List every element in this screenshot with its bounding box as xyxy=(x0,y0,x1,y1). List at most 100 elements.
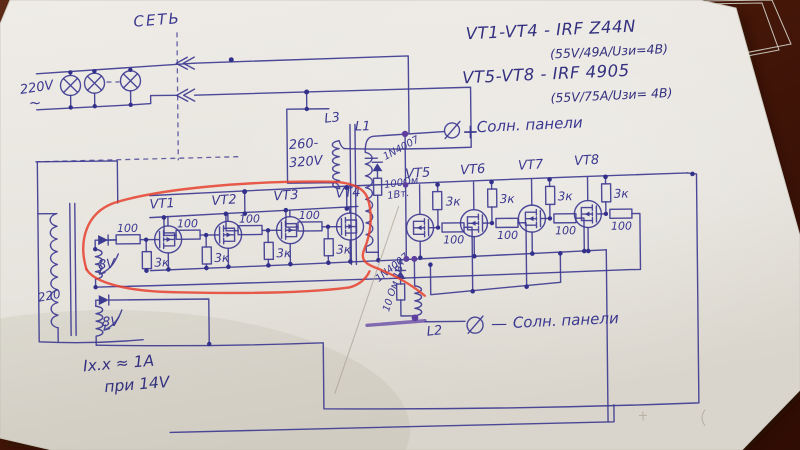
gate-resistor xyxy=(553,212,577,224)
pencil-line xyxy=(334,205,400,394)
pullup-value: 3к xyxy=(614,187,630,201)
wires xyxy=(94,55,700,434)
pullup-resistor xyxy=(431,190,443,211)
diode-triangle xyxy=(372,163,383,172)
transistor-vt4: VT4 100 3к xyxy=(285,185,365,264)
mains-title: СЕТЬ xyxy=(133,9,182,31)
junction-dots xyxy=(68,57,695,347)
gate-resistor-value: 100 xyxy=(117,222,138,235)
hv-voltage-line1: 260- xyxy=(288,136,319,153)
l1-label: L1 xyxy=(355,119,371,134)
arrow-chevrons-bottom xyxy=(175,88,196,102)
l3-coil xyxy=(331,139,345,190)
left-transformer: 220 8V 8V xyxy=(36,160,210,346)
idle-current-line1: Iх.х ≈ 1A xyxy=(82,352,154,376)
transistor-label: VT6 xyxy=(460,162,486,179)
pulldown-value: 3к xyxy=(214,251,230,265)
gate-resistor-value: 100 xyxy=(611,220,632,233)
l2-coil xyxy=(413,258,423,317)
transistor-vt5: VT5 3к 100 xyxy=(405,165,474,292)
output-terminals: + Солн. панели — Солн. панели xyxy=(424,113,619,334)
primary-coil xyxy=(37,212,59,343)
winding1-arrow xyxy=(98,253,119,275)
pullup-value: 3к xyxy=(558,189,574,203)
snubber-resistor-power: 1Вт. xyxy=(387,188,411,202)
transistor-label: VT3 xyxy=(273,188,299,205)
resistor-body xyxy=(372,177,383,196)
gate-resistor xyxy=(441,222,465,233)
pulldown-value: 3к xyxy=(336,243,352,257)
transistor-label: VT4 xyxy=(335,185,361,202)
transistor-vt6: VT6 3к 100 xyxy=(459,162,528,288)
transistor-label: VT5 xyxy=(405,165,431,182)
transistor-label: VT7 xyxy=(518,157,545,174)
phase-symbol xyxy=(466,316,484,334)
solar-plus-sign: + xyxy=(462,119,479,143)
l1-coil xyxy=(364,130,445,261)
phase-symbol xyxy=(443,122,461,139)
pullup-resistor xyxy=(486,188,498,208)
pullup-value: 3к xyxy=(446,194,462,208)
resistor-body xyxy=(395,283,406,301)
pullup-value: 3к xyxy=(500,192,516,206)
winding2-arrow xyxy=(103,309,123,331)
gate-resistor xyxy=(115,234,141,245)
transistor-label: VT2 xyxy=(211,192,237,209)
gate-resistor xyxy=(237,224,263,236)
snubber-resistor-value: 100Ом xyxy=(383,175,419,191)
gate-resistor-value: 100 xyxy=(239,212,260,225)
note-idle-current: Iх.х ≈ 1A при 14V xyxy=(82,352,172,396)
hv-voltage-line2: 320V xyxy=(289,153,325,171)
transistor-vt8: VT8 3к 100 xyxy=(573,153,642,271)
transistor-vt1: VT1 100 3к xyxy=(103,196,183,272)
winding1-label: 8V xyxy=(97,256,117,273)
arrow-chevrons-top xyxy=(175,56,196,70)
pulldown-resistor xyxy=(201,246,213,265)
diode-triangle xyxy=(98,295,109,306)
secondary2-coil xyxy=(95,305,104,346)
transistor-label: VT1 xyxy=(149,196,175,213)
solar-minus-sign: — xyxy=(491,314,507,333)
l3-label: L3 xyxy=(324,110,341,127)
transformer-frame xyxy=(36,160,144,344)
l2-marker-line xyxy=(365,319,427,328)
solar-minus-text: Солн. панели xyxy=(512,309,619,332)
gate-resistor xyxy=(175,229,201,241)
gate-resistor-value: 100 xyxy=(555,224,576,237)
gate-resistor-value: 100 xyxy=(497,229,518,242)
mains-wires xyxy=(35,62,195,111)
lamp-icon xyxy=(59,70,82,109)
red-marker-loop xyxy=(82,180,426,297)
solar-minus-terminal: — Солн. панели xyxy=(424,309,619,334)
mains-ac-symbol: ~ xyxy=(29,94,42,112)
solar-plus-text: Солн. панели xyxy=(476,113,583,136)
hv-core-lines xyxy=(349,123,358,266)
transistor-label: VT8 xyxy=(574,153,600,170)
transistor-vt3: VT3 100 3к xyxy=(225,188,305,267)
gate-resistor xyxy=(297,221,323,232)
diode-triangle xyxy=(98,235,109,246)
mains-voltage-label: 220V xyxy=(19,78,56,98)
solar-plus-terminal: + Солн. панели xyxy=(443,113,583,143)
winding2-label: 8V xyxy=(102,315,120,330)
transistor-vt2: VT2 100 3к xyxy=(163,192,243,269)
pulldown-resistor xyxy=(323,238,335,257)
pullup-resistor xyxy=(600,183,612,203)
mains-section: СЕТЬ 220V ~ xyxy=(19,9,240,163)
gate-resistor xyxy=(609,208,633,220)
gate-resistor-value: 100 xyxy=(443,233,464,246)
primary-label: 220 xyxy=(37,287,62,305)
pulldown-value: 3к xyxy=(276,246,292,260)
gate-resistor-value: 100 xyxy=(177,217,198,230)
pullup-resistor xyxy=(544,185,556,206)
pulldown-resistor xyxy=(263,241,275,261)
idle-current-line2: при 14V xyxy=(104,373,172,396)
gate-resistor-value: 100 xyxy=(299,209,320,222)
l2-label: L2 xyxy=(426,323,443,339)
core-lines xyxy=(69,202,77,337)
gate-resistor xyxy=(495,217,519,229)
note-pfet-specs: (55V/75A/Uзи= 4В) xyxy=(550,85,673,106)
note-nfet-specs: (55V/49A/Uзи=4В) xyxy=(550,41,669,61)
